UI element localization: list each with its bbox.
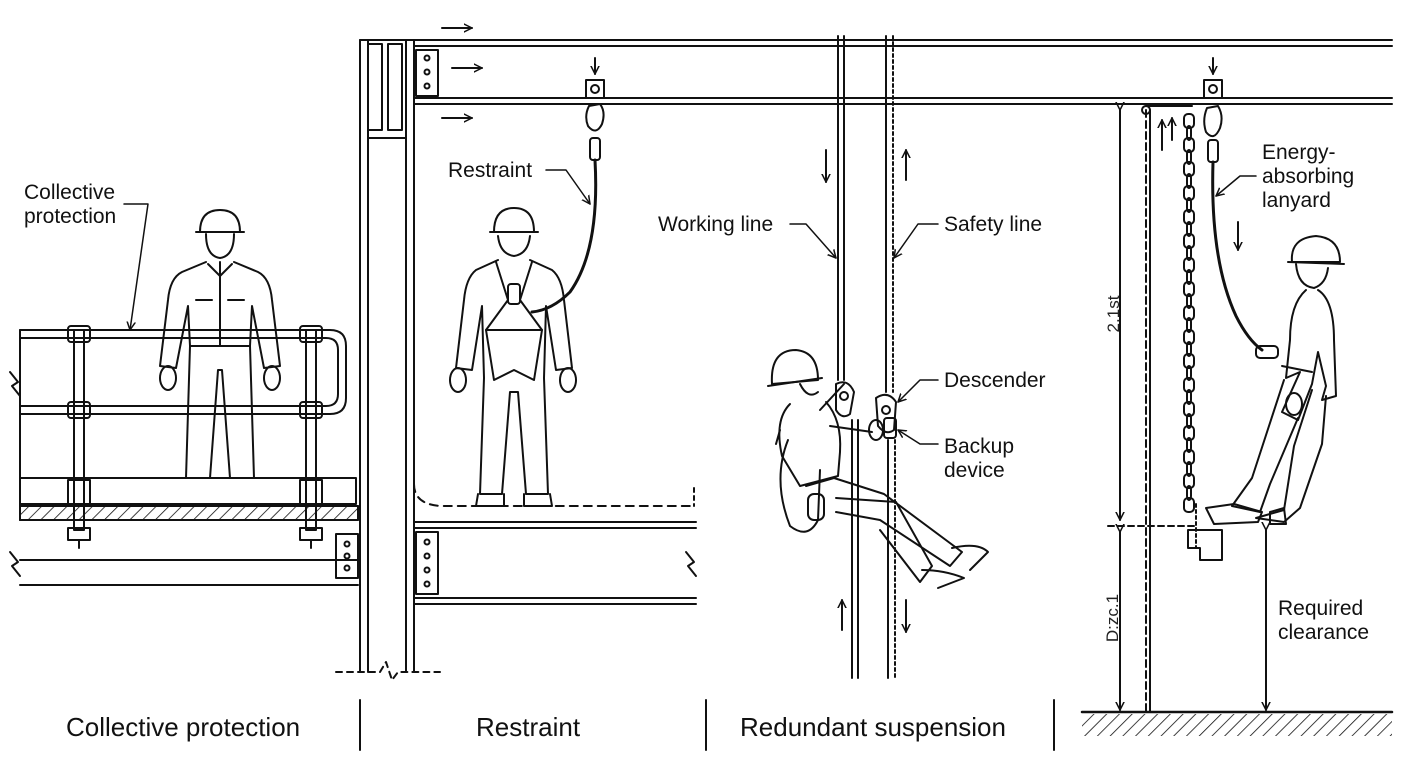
chain-link — [1186, 293, 1192, 309]
dimension-lower: D:zc.1 — [1103, 593, 1122, 643]
fall-arrest-anchor — [1203, 57, 1264, 352]
caption-redundant-suspension: Redundant suspension — [740, 712, 1006, 742]
worker-standing-collective — [159, 209, 281, 479]
label-descender: Descender — [944, 369, 1046, 392]
chain-link — [1183, 473, 1195, 489]
label-collective-protection-2: protection — [24, 205, 117, 228]
chain-link — [1183, 185, 1195, 201]
label-energy-absorbing-2: absorbing — [1262, 165, 1355, 188]
chain-link — [1183, 233, 1195, 249]
chain-link — [1186, 221, 1192, 237]
dimension-upper: 2.1st — [1104, 295, 1123, 333]
chain-link — [1183, 257, 1195, 273]
label-restraint: Restraint — [448, 159, 533, 182]
label-energy-absorbing-1: Energy- — [1262, 141, 1336, 164]
chain-link — [1183, 113, 1195, 129]
chain-link — [1183, 497, 1195, 513]
chain-link — [1183, 449, 1195, 465]
chain-link — [1186, 317, 1192, 333]
chain-link — [1183, 281, 1195, 297]
worker-suspended — [767, 349, 989, 589]
caption-collective-protection: Collective protection — [66, 712, 301, 742]
worker-fall-arrest — [1205, 235, 1345, 525]
working-line — [826, 35, 859, 679]
label-working-line: Working line — [658, 213, 774, 236]
collective-platform — [9, 329, 359, 586]
chain-link — [1186, 149, 1192, 165]
worker-restraint — [449, 207, 577, 507]
label-safety-line: Safety line — [944, 213, 1043, 236]
chain-link — [1186, 341, 1192, 357]
chain-link — [1186, 245, 1192, 261]
steel-frame — [335, 28, 1393, 681]
chain-link — [1186, 389, 1192, 405]
chain-link — [1186, 125, 1192, 141]
dimension-lines — [1107, 110, 1266, 711]
label-backup-device-1: Backup — [944, 435, 1015, 458]
chain-link — [1183, 209, 1195, 225]
safety-line — [885, 35, 906, 679]
chain-link — [1183, 137, 1195, 153]
chain-link — [1183, 377, 1195, 393]
chain-link — [1186, 461, 1192, 477]
restraint-anchor — [530, 57, 605, 314]
label-required-clearance-2: clearance — [1278, 621, 1370, 644]
chain-link — [1183, 329, 1195, 345]
chain-link — [1186, 269, 1192, 285]
chain-link — [1186, 365, 1192, 381]
chain — [1141, 105, 1195, 713]
ground — [1080, 710, 1394, 736]
chain-link — [1183, 305, 1195, 321]
chain-link — [1183, 425, 1195, 441]
guardrail — [19, 325, 347, 549]
chain-link — [1186, 437, 1192, 453]
label-collective-protection-1: Collective — [24, 181, 116, 204]
label-required-clearance-1: Required — [1278, 597, 1364, 620]
chain-link — [1186, 197, 1192, 213]
label-energy-absorbing-3: lanyard — [1262, 189, 1331, 212]
chain-link — [1186, 485, 1192, 501]
chain-link — [1183, 353, 1195, 369]
caption-restraint: Restraint — [476, 712, 581, 742]
chain-link — [1183, 401, 1195, 417]
chain-link — [1183, 161, 1195, 177]
leader-lines — [123, 169, 1257, 445]
label-backup-device-2: device — [944, 459, 1005, 482]
chain-link — [1186, 413, 1192, 429]
chain-link — [1186, 173, 1192, 189]
